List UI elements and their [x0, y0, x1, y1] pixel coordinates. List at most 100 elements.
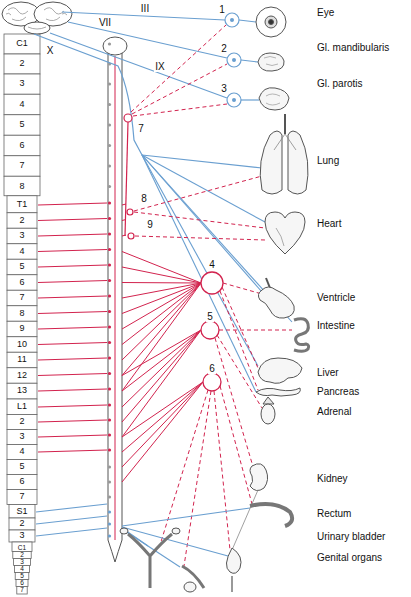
sympathetic-postganglionic — [134, 176, 262, 211]
organ — [128, 534, 172, 588]
organ-label: Rectum — [316, 508, 352, 519]
preganglionic-fibre — [122, 330, 201, 407]
preganglionic-fibre — [122, 382, 203, 467]
postganglionic-fibre — [239, 20, 256, 22]
sympathetic-postganglionic — [135, 236, 265, 240]
root-mark — [108, 433, 111, 436]
sympathetic-postganglionic — [184, 391, 211, 566]
preganglionic-fibre — [122, 283, 201, 298]
root-mark — [108, 164, 111, 167]
thoracolumbar-nerve — [38, 343, 107, 345]
medulla — [103, 37, 127, 55]
vertebral-segment — [7, 368, 37, 384]
organ-label: Kidney — [316, 473, 349, 484]
thoracolumbar-nerve — [38, 203, 107, 205]
sympathetic-postganglionic — [160, 390, 208, 545]
root-mark — [108, 387, 111, 390]
root-mark — [108, 341, 111, 344]
segment-label: 6 — [20, 580, 24, 587]
ganglion-cell — [230, 18, 236, 102]
ganglion-cell — [230, 18, 234, 22]
vertebral-segment — [7, 228, 37, 244]
organ — [232, 490, 258, 550]
organ — [288, 131, 308, 194]
vertebral-segment — [7, 383, 37, 399]
organ-label: Genital organs — [316, 552, 383, 563]
root-mark — [108, 248, 111, 251]
vagus-branch — [142, 155, 256, 392]
segment-label: 5 — [18, 462, 25, 472]
segment-label: 12 — [16, 371, 28, 381]
callout-number: 1 — [218, 4, 226, 15]
root-mark — [108, 372, 111, 375]
vertebral-segment — [9, 505, 35, 519]
ganglion-cell — [232, 58, 236, 62]
vertebral-segment — [7, 196, 37, 213]
organ — [184, 582, 196, 592]
organ-label: Gl. parotis — [316, 78, 364, 89]
vertebral-segment — [12, 542, 32, 552]
thoracolumbar-nerve — [38, 374, 107, 376]
preganglionic-fibre — [122, 283, 201, 391]
vertebral-segment — [7, 475, 37, 490]
vertebral-segment — [14, 559, 31, 566]
segment-label: 7 — [18, 293, 25, 303]
preganglionic-fibre — [122, 330, 201, 422]
root-mark — [108, 263, 111, 266]
vertebral-segment — [4, 74, 40, 94]
cranial-nerve — [34, 34, 142, 155]
sacral-nerve — [36, 516, 107, 524]
cranial-ganglion — [227, 53, 241, 67]
vertebral-segment — [9, 530, 35, 542]
organ — [261, 404, 275, 424]
preganglionic-fibre — [122, 382, 203, 482]
segment-label: 5 — [18, 262, 25, 272]
segment-label: 3 — [18, 79, 25, 89]
thoracolumbar-nerve — [38, 265, 107, 267]
organ — [260, 131, 282, 194]
organ — [269, 20, 274, 25]
vertebral-segment — [7, 306, 37, 322]
sympathetic-postganglionic — [222, 287, 258, 368]
thoracolumbar-nerve — [38, 296, 107, 298]
organ — [231, 576, 233, 592]
organ — [263, 397, 274, 404]
root-mark — [108, 522, 111, 525]
vertebral-segment — [9, 518, 35, 530]
segment-label: 4 — [18, 247, 25, 257]
organ-label: Heart — [316, 218, 342, 229]
segment-label: L1 — [16, 402, 28, 412]
vertebral-segment — [14, 566, 29, 573]
segment-label: 5 — [18, 120, 25, 130]
thoracolumbar-nerve — [38, 219, 107, 221]
segment-label: 4 — [18, 100, 25, 110]
preganglionic-fibre — [122, 330, 201, 437]
organ — [258, 358, 302, 383]
organ-label: Eye — [316, 7, 335, 18]
postganglionic-fibre — [239, 20, 259, 100]
organ — [258, 287, 294, 318]
root-mark — [108, 217, 111, 220]
postganglionic-fibre — [241, 60, 258, 62]
segment-label: 2 — [20, 552, 24, 559]
callout-number: 8 — [140, 193, 148, 204]
root-mark — [108, 310, 111, 313]
organ — [266, 94, 280, 105]
segment-label: 2 — [18, 59, 25, 69]
sympathetic-postganglionic — [217, 335, 262, 408]
segment-label: 3 — [18, 231, 25, 241]
organ — [264, 57, 278, 66]
vertebral-segment — [17, 587, 27, 595]
organ — [226, 548, 241, 573]
vertebral-segment — [15, 573, 29, 580]
sympathetic-postganglionic — [214, 391, 230, 550]
root-mark — [108, 185, 111, 188]
root-mark — [108, 325, 111, 328]
organ — [250, 464, 268, 491]
sacral-parasympathetic — [122, 508, 250, 526]
cranial-nerve-label: III — [140, 3, 150, 14]
thoracolumbar-nerve — [38, 234, 107, 236]
segment-label: 3 — [20, 559, 24, 566]
segment-label: 3 — [18, 432, 25, 442]
prevertebral-ganglion — [203, 373, 221, 391]
